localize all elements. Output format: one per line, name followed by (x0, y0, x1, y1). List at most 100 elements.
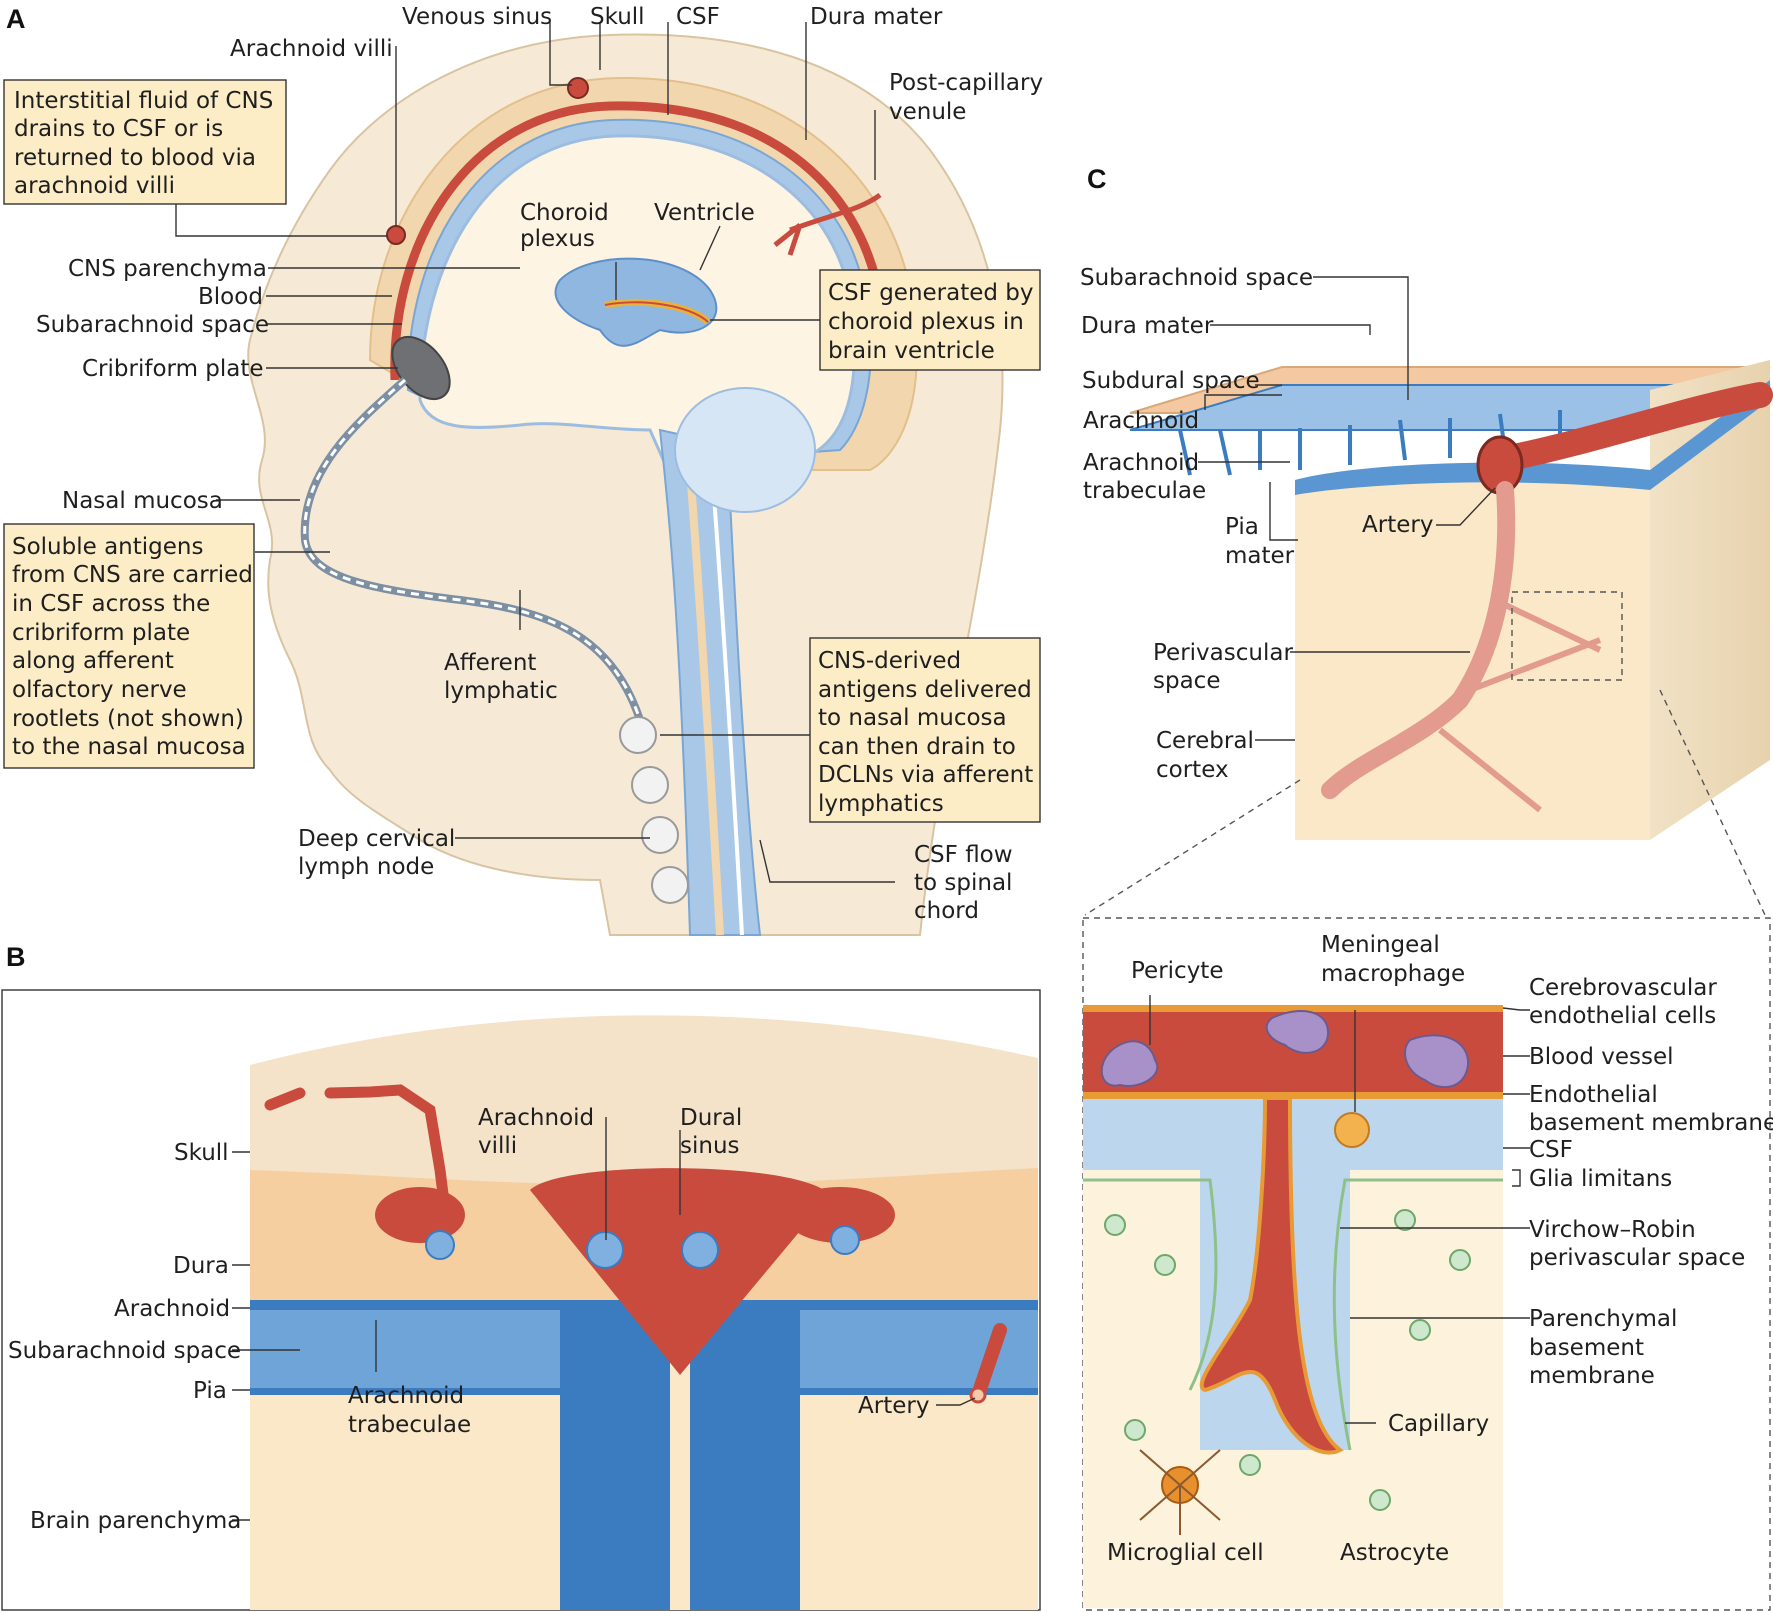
c-inset-pericyte (1100, 1040, 1159, 1087)
box-interstitial-line: drains to CSF or is (14, 116, 223, 142)
label-b-arachnoid-trab-1: Arachnoid (348, 1383, 464, 1409)
c-inset-leaders (1149, 995, 1530, 1424)
b-fissure-center (670, 1300, 690, 1610)
c-inset: Pericyte Meningeal macrophage Cerebrovas… (1082, 917, 1773, 1611)
label-c-artery: Artery (1362, 512, 1433, 538)
label-b-pia: Pia (193, 1378, 227, 1404)
box-cns-derived-line: to nasal mucosa (818, 705, 1007, 731)
c-artery-descending (1321, 481, 1516, 799)
label-choroid-2: plexus (520, 226, 595, 252)
astrocyte (1239, 1454, 1261, 1476)
label-cns-parenchyma: CNS parenchyma (68, 256, 267, 282)
label-b-arachnoid-trab-2: trabeculae (348, 1412, 471, 1438)
box-soluble-line: along afferent (12, 648, 174, 674)
c-inset-astrocytes (1104, 1209, 1471, 1511)
panel-c: C (1080, 164, 1773, 1611)
c-zoom-lines (1084, 689, 1766, 916)
box-cns-derived-line: lymphatics (818, 791, 944, 817)
box-soluble-line: Soluble antigens (12, 534, 203, 560)
label-c-subdural: Subdural space (1082, 368, 1260, 394)
astrocyte (1449, 1249, 1471, 1271)
label-c-pia-1: Pia (1225, 514, 1259, 540)
label-b-artery: Artery (858, 1393, 929, 1419)
panel-a-letter: A (6, 4, 26, 34)
dura-line (390, 101, 885, 381)
b-side-sinus-left (375, 1187, 465, 1243)
label-c-arachnoid-trab-1: Arachnoid (1083, 450, 1199, 476)
c-artery-branch (1438, 727, 1542, 813)
lymph-node (631, 766, 669, 804)
label-b-dural-sinus-1: Dural (680, 1105, 742, 1131)
label-csf-flow-1: CSF flow (914, 842, 1013, 868)
label-b-arachnoid: Arachnoid (114, 1296, 230, 1322)
label-c-arachnoid-trab-2: trabeculae (1083, 478, 1206, 504)
label-deep-cervical-2: lymph node (298, 854, 434, 880)
label-c-dura-mater: Dura mater (1081, 313, 1214, 339)
c-inset-microglial-branches (1139, 1449, 1221, 1535)
c-artery-branch (1468, 637, 1602, 693)
label-virchow-1: Virchow–Robin (1529, 1217, 1696, 1243)
label-b-subarachnoid: Subarachnoid space (8, 1338, 241, 1364)
astrocyte (1394, 1209, 1416, 1231)
label-virchow-2: perivascular space (1529, 1245, 1745, 1271)
label-b-arachnoid-villi-2: villi (478, 1133, 517, 1159)
label-c-arachnoid: Arachnoid (1083, 408, 1199, 434)
label-post-capillary-2: venule (889, 99, 966, 125)
c-pia-layer (1295, 380, 1770, 495)
label-c-perivascular-2: space (1153, 668, 1220, 694)
label-cribriform: Cribriform plate (82, 356, 264, 382)
lymph-node (651, 866, 689, 904)
label-dura-mater-a: Dura mater (810, 4, 943, 30)
b-vein (264, 1084, 451, 1216)
label-arachnoid-villi-a: Arachnoid villi (230, 36, 393, 62)
c-inset-endothelial-top (1083, 1005, 1503, 1012)
box-cns-derived: CNS-derived antigens delivered to nasal … (809, 637, 1041, 823)
label-parenchymal-bm-2: basement (1529, 1335, 1644, 1361)
label-blood: Blood (198, 284, 263, 310)
label-pericyte: Pericyte (1131, 958, 1223, 984)
box-soluble-line: olfactory nerve (12, 677, 187, 703)
b-villus (681, 1231, 719, 1269)
b-side-sinus-right (785, 1187, 895, 1243)
label-parenchymal-bm-3: membrane (1529, 1363, 1655, 1389)
astrocyte (1409, 1319, 1431, 1341)
b-artery-end (969, 1386, 987, 1404)
label-glia-limitans: Glia limitans (1529, 1166, 1672, 1192)
box-csf-line: choroid plexus in (828, 309, 1024, 335)
label-venous-sinus: Venous sinus (402, 4, 552, 30)
box-soluble-line: from CNS are carried (12, 562, 253, 588)
box-cns-derived-line: can then drain to (818, 734, 1016, 760)
label-blood-vessel: Blood vessel (1529, 1044, 1674, 1070)
panel-a-leaders (175, 22, 895, 883)
label-c-cortex-2: cortex (1156, 757, 1229, 783)
box-cns-derived-line: CNS-derived (818, 648, 961, 674)
label-b-arachnoid-villi-1: Arachnoid (478, 1105, 594, 1131)
c-inset-macrophage-purple (1265, 1010, 1330, 1054)
box-csf-line: brain ventricle (828, 338, 995, 364)
c-inset-pericyte-2 (1404, 1034, 1470, 1088)
label-meningeal-1: Meningeal (1321, 932, 1440, 958)
b-artery (971, 1323, 1007, 1402)
label-b-dura: Dura (173, 1253, 229, 1279)
c-inset-glia-right (1332, 1178, 1503, 1451)
c-artery-horizontal (1487, 382, 1773, 473)
label-deep-cervical-1: Deep cervical (298, 826, 455, 852)
panel-a: A (3, 4, 1043, 936)
post-capillary-venule (773, 192, 882, 256)
c-cortex-side (1650, 360, 1770, 840)
label-subarachnoid-a: Subarachnoid space (36, 312, 269, 338)
label-b-brain-parenchyma: Brain parenchyma (30, 1508, 241, 1534)
box-cns-derived-line: DCLNs via afferent (818, 762, 1033, 788)
label-endothelial-bm-1: Endothelial (1529, 1082, 1658, 1108)
label-afferent-1: Afferent (444, 650, 536, 676)
box-interstitial-line: arachnoid villi (14, 173, 175, 199)
label-csf-flow-3: chord (914, 898, 979, 924)
b-villus (586, 1231, 624, 1269)
box-soluble-line: rootlets (not shown) (12, 706, 244, 732)
deep-cervical-lymph-nodes (619, 716, 689, 904)
label-capillary: Capillary (1388, 1411, 1489, 1437)
label-c-subarachnoid: Subarachnoid space (1080, 265, 1313, 291)
label-choroid-1: Choroid (520, 200, 609, 226)
label-cerebrovascular-1: Cerebrovascular (1529, 975, 1717, 1001)
label-skull-a: Skull (590, 4, 645, 30)
